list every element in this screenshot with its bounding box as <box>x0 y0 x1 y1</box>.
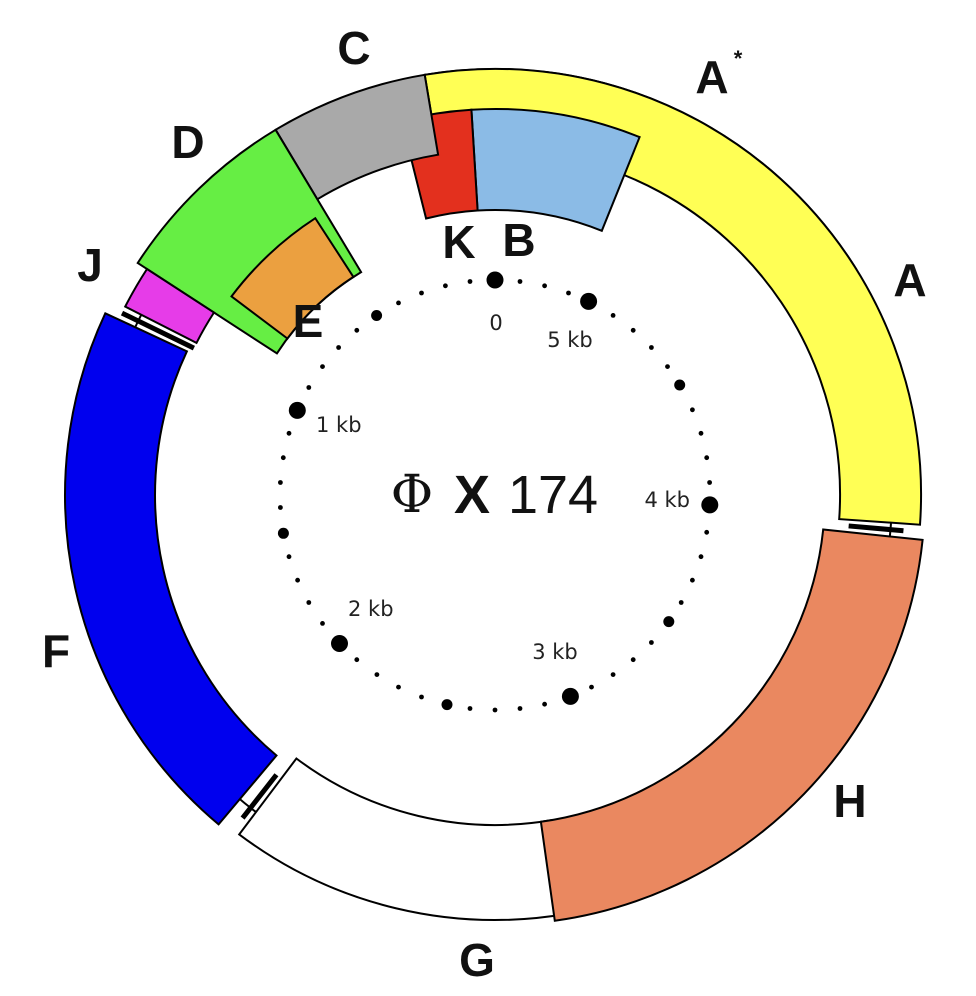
kb-scale-labels: 0 1 kb 2 kb 3 kb 4 kb 5 kb <box>316 311 690 664</box>
scale-label-4kb: 4 kb <box>644 488 690 512</box>
scale-dot-small <box>354 657 360 663</box>
gene-h-segment <box>539 528 924 922</box>
scale-dot-small <box>467 706 473 711</box>
scale-dot-small <box>566 290 571 296</box>
gene-segments <box>64 67 924 922</box>
title-phi: Φ <box>391 465 434 525</box>
gene-label-b: B <box>502 214 535 266</box>
scale-dot-small <box>542 701 547 707</box>
gene-e-segment <box>230 216 355 340</box>
scale-dot-half-kb <box>441 699 453 711</box>
gene-label-a-star-sup: * <box>734 46 743 71</box>
scale-dot-small <box>704 455 710 461</box>
scale-dot-small <box>306 385 312 390</box>
genome-title: Φ X 174 <box>391 465 598 525</box>
scale-dot-small <box>698 554 704 560</box>
connector-j-f <box>120 310 195 351</box>
gene-c-segment <box>274 73 440 201</box>
scale-dot-small <box>704 529 710 535</box>
scale-dot-small <box>286 554 292 560</box>
scale-dot-small <box>707 480 712 485</box>
scale-dot-small <box>690 407 695 413</box>
intergenic-connectors <box>120 310 904 820</box>
scale-dot-major-2kb <box>331 635 348 652</box>
scale-dot-small <box>280 455 286 461</box>
scale-label-5kb: 5 kb <box>547 328 593 352</box>
gene-label-f: F <box>42 625 70 677</box>
scale-dot-small <box>610 313 616 318</box>
scale-dot-small <box>354 327 360 333</box>
gene-g-segment <box>237 757 570 921</box>
scale-dot-small <box>492 707 498 713</box>
scale-dot-small <box>374 672 380 677</box>
scale-dot-small <box>278 505 283 510</box>
gene-label-d: D <box>171 116 204 168</box>
scale-dot-small <box>419 290 424 296</box>
scale-dot-major-3kb <box>561 687 579 705</box>
scale-dot-small <box>286 430 292 436</box>
scale-dot-small <box>278 480 283 485</box>
gene-label-a-star: A <box>695 51 728 103</box>
gene-label-k: K <box>442 216 475 268</box>
scale-label-0: 0 <box>489 311 502 335</box>
scale-dot-small <box>517 706 523 711</box>
scale-dot-small <box>320 364 325 369</box>
scale-dot-small <box>649 640 654 645</box>
scale-dot-small <box>678 600 684 605</box>
scale-dot-major-4kb <box>701 496 719 514</box>
scale-dot-half-kb <box>663 616 675 628</box>
gene-label-j: J <box>77 239 103 291</box>
scale-dot-small <box>295 577 300 583</box>
scale-label-1kb: 1 kb <box>316 413 362 437</box>
scale-dot-half-kb <box>277 527 289 539</box>
scale-dot-small <box>467 279 473 284</box>
gene-label-a: A <box>893 254 926 306</box>
scale-dot-small <box>336 345 341 350</box>
scale-dot-small <box>517 279 523 284</box>
scale-dot-small <box>419 694 424 700</box>
gene-label-c: C <box>337 22 370 74</box>
gene-b-segment <box>470 108 641 233</box>
kb-scale-ring <box>277 271 719 713</box>
scale-dot-small <box>665 364 670 369</box>
scale-dot-small <box>542 283 547 289</box>
connector-f-g <box>240 773 279 820</box>
scale-dot-small <box>396 300 401 306</box>
scale-dot-small <box>690 577 695 583</box>
scale-dot-small <box>396 684 401 690</box>
scale-dot-small <box>306 600 312 605</box>
scale-dot-small <box>610 672 616 677</box>
gene-labels: A A * B K C D E J F G H <box>42 22 927 986</box>
scale-dot-small <box>320 621 325 626</box>
gene-label-g: G <box>459 934 495 986</box>
scale-label-2kb: 2 kb <box>348 597 394 621</box>
scale-dot-small <box>589 684 594 690</box>
scale-dot-small <box>630 657 636 663</box>
title-number: 174 <box>508 465 598 525</box>
scale-dot-small <box>649 345 654 350</box>
scale-dot-major-5kb <box>580 292 598 310</box>
gene-label-e: E <box>293 295 324 347</box>
scale-dot-half-kb <box>371 310 383 321</box>
scale-dot-small <box>630 327 636 333</box>
scale-dot-half-kb <box>674 379 686 391</box>
scale-dot-major-0 <box>486 271 504 289</box>
scale-label-3kb: 3 kb <box>532 640 578 664</box>
connector-a-h <box>848 523 904 534</box>
gene-label-h: H <box>833 775 866 827</box>
title-x: X <box>454 465 490 525</box>
gene-j-segment <box>123 267 216 345</box>
scale-dot-small <box>443 283 448 289</box>
scale-dot-major-1kb <box>288 401 306 419</box>
gene-f-segment <box>64 311 278 826</box>
scale-dot-small <box>698 430 704 436</box>
